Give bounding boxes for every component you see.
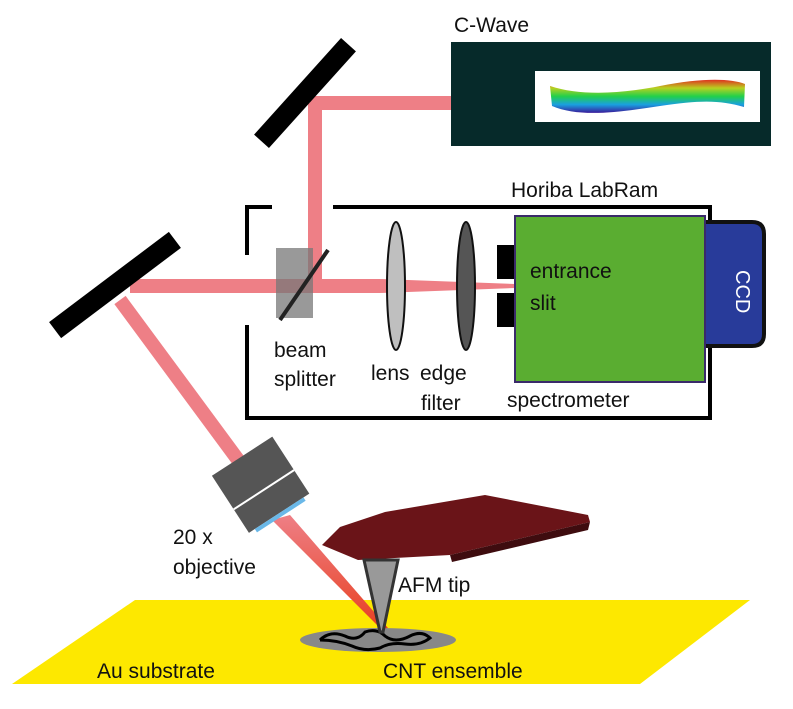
label-lens: lens (371, 362, 410, 385)
mirror-top (254, 38, 356, 148)
label-splitter: splitter (274, 368, 336, 391)
label-ccd: CCD (731, 270, 753, 313)
label-spectrometer: spectrometer (507, 389, 630, 412)
afm-cantilever-top (322, 495, 590, 560)
label-slit: slit (530, 292, 556, 315)
label-cwave: C-Wave (454, 14, 529, 37)
objective-output-beam (272, 515, 388, 630)
label-objective-mag: 20 x (173, 526, 213, 549)
label-beam: beam (274, 339, 327, 362)
labram-enclosure (245, 205, 712, 420)
afm-tip (362, 558, 400, 634)
label-filter: filter (421, 392, 461, 415)
beam-splitter-plate (278, 248, 330, 322)
focused-beam (380, 279, 515, 293)
ccd-detector (698, 220, 766, 348)
label-labram: Horiba LabRam (511, 179, 658, 202)
objective-lens (211, 436, 310, 533)
edge-filter (456, 221, 476, 351)
label-afm-tip: AFM tip (398, 574, 470, 597)
slit-jaw-bottom (497, 293, 517, 327)
lens (386, 221, 406, 351)
cnt-ensemble (318, 629, 433, 652)
label-objective: objective (173, 556, 256, 579)
label-substrate: Au substrate (97, 660, 215, 683)
laser-beam-path (114, 96, 451, 473)
cwave-spectrum-wave (550, 79, 745, 113)
label-cnt: CNT ensemble (383, 660, 523, 683)
label-edge: edge (420, 362, 467, 385)
slit-jaw-top (497, 245, 517, 279)
mirror-left (49, 231, 181, 339)
spectrometer-box (514, 215, 706, 383)
label-entrance: entrance (530, 260, 612, 283)
afm-cantilever-side (450, 522, 590, 562)
